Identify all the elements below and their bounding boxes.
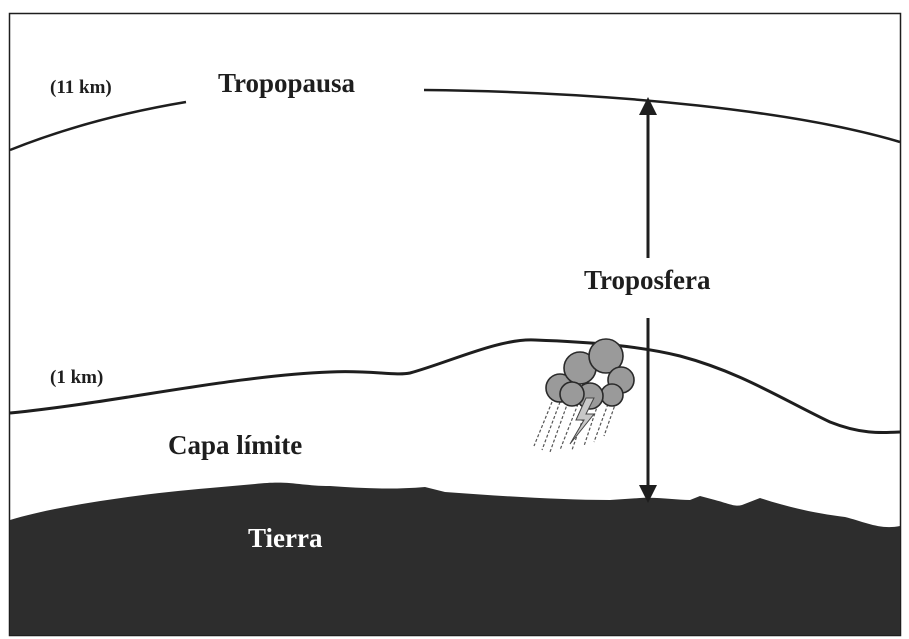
earth-label: Tierra [248, 525, 322, 552]
troposphere-label: Troposfera [584, 267, 710, 294]
earth-ground [10, 483, 900, 635]
boundary-altitude-label: (1 km) [50, 368, 103, 387]
tropopause-label: Tropopausa [218, 70, 355, 97]
boundary-layer-label: Capa límite [168, 432, 302, 459]
tropopause-altitude-label: (11 km) [50, 78, 112, 97]
